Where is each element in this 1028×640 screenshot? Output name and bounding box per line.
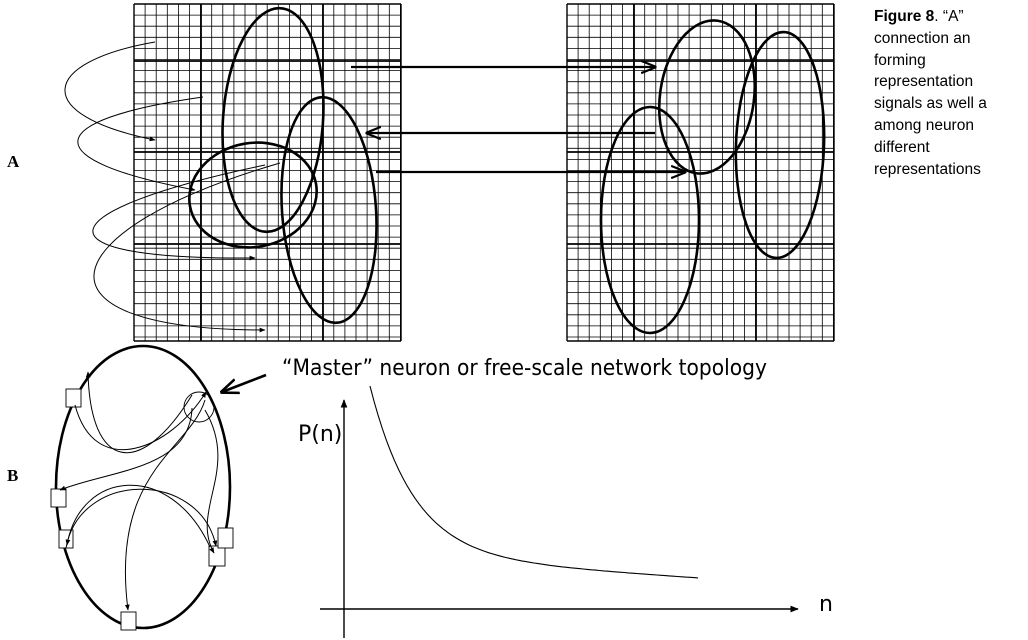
representation-ellipse-right-1 <box>657 19 757 175</box>
caption-head: Figure 8 <box>874 8 935 25</box>
caption-line-8: representations <box>874 160 981 178</box>
representation-ellipse-left-2 <box>188 141 318 249</box>
caption-line-2: connection an <box>874 29 971 47</box>
caption-line-4: representation <box>874 73 974 91</box>
input-curve-1 <box>64 41 156 142</box>
master-neuron-title: “Master” neuron or free-scale network to… <box>282 356 767 381</box>
network-node-6 <box>120 611 137 631</box>
representation-ellipse-right-2 <box>734 30 826 260</box>
network-node-5 <box>217 527 234 549</box>
master-pointer-arrow <box>222 373 267 392</box>
representation-ellipse-left-3 <box>280 95 378 325</box>
link-node-3-to-node-5 <box>65 488 218 549</box>
network-node-4 <box>208 545 226 567</box>
link-master-to-node-4 <box>204 409 219 554</box>
caption-line-5: signals as well a <box>874 95 987 113</box>
representation-ellipse-left-1 <box>221 6 325 234</box>
network-node-2 <box>50 488 67 508</box>
figure-caption: Figure 8. “A” connection an forming repr… <box>874 6 1028 180</box>
input-curve-3 <box>92 164 266 261</box>
input-curve-2 <box>77 96 204 192</box>
representation-ellipse-right-3 <box>599 105 701 335</box>
y-axis-label: P(n) <box>298 422 343 447</box>
link-master-to-node-2 <box>59 407 193 491</box>
link-master-to-node-1 <box>85 371 193 454</box>
panel-label-a: A <box>7 152 20 171</box>
power-law-curve <box>369 385 699 579</box>
link-master-to-node-6 <box>124 399 206 611</box>
x-axis-label: n <box>819 592 833 617</box>
caption-line-1: Figure 8. “A” <box>874 8 964 25</box>
caption-line-7: different <box>874 138 930 156</box>
caption-line-6: among neuron <box>874 116 974 134</box>
caption-line-3: forming <box>874 51 926 69</box>
link-node-1-to-master <box>74 391 207 451</box>
network-ellipse <box>54 344 232 630</box>
network-node-1 <box>65 388 82 408</box>
panel-label-b: B <box>7 466 19 485</box>
link-node-5-to-node-3 <box>65 484 211 548</box>
neuron-grid-left <box>133 3 402 342</box>
input-curve-4 <box>93 162 281 333</box>
